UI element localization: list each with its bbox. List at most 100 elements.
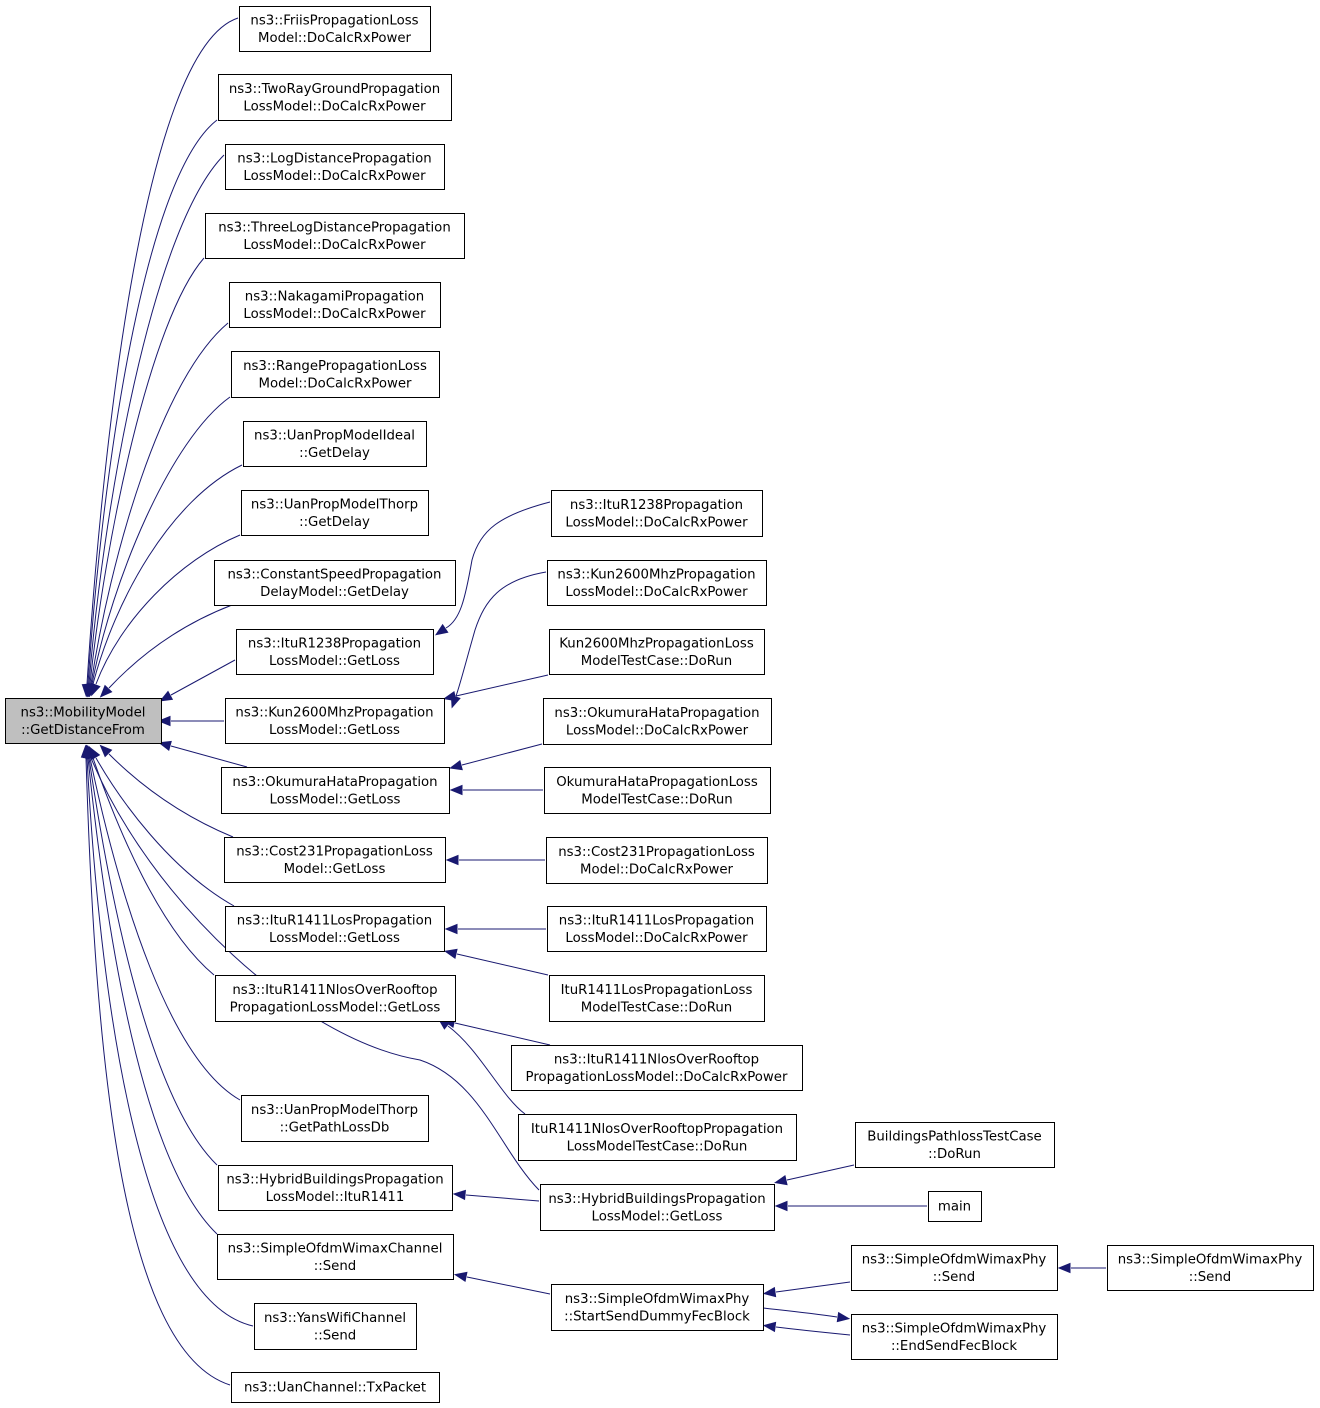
node-box xyxy=(241,490,429,536)
edge-constspeed-to-root xyxy=(99,604,233,698)
node-label-line: ns3::HybridBuildingsPropagation xyxy=(548,1192,765,1207)
node-label-line: ns3::LogDistancePropagation xyxy=(237,151,431,166)
node-label-line: Model::DoCalcRxPower xyxy=(580,862,734,877)
edge-arrowhead xyxy=(159,690,174,702)
edge-line xyxy=(775,1281,851,1293)
node-constspeed[interactable]: ns3::ConstantSpeedPropagationDelayModel:… xyxy=(214,560,456,606)
node-label-line: ::Send xyxy=(314,1259,356,1274)
node-physend2[interactable]: ns3::SimpleOfdmWimaxPhy::Send xyxy=(1107,1245,1314,1291)
node-tworay[interactable]: ns3::TwoRayGroundPropagationLossModel::D… xyxy=(218,74,452,121)
node-itu1411lostest[interactable]: ItuR1411LosPropagationLossModelTestCase:… xyxy=(549,975,765,1022)
node-box xyxy=(241,1095,429,1142)
node-kun[interactable]: ns3::Kun2600MhzPropagationLossModel::Get… xyxy=(225,698,445,744)
edge-arrowhead xyxy=(158,740,172,751)
node-yans[interactable]: ns3::YansWifiChannel::Send xyxy=(254,1303,417,1350)
edge-line xyxy=(108,753,234,838)
node-itu1411nlostest[interactable]: ItuR1411NlosOverRooftopPropagationLossMo… xyxy=(518,1114,797,1161)
node-threelog[interactable]: ns3::ThreeLogDistancePropagationLossMode… xyxy=(205,213,465,259)
edge-line xyxy=(95,534,241,685)
nodes-layer: ns3::MobilityModel::GetDistanceFromns3::… xyxy=(5,6,1314,1403)
node-label-line: ModelTestCase::DoRun xyxy=(581,792,732,807)
node-label-line: Model::DoCalcRxPower xyxy=(258,31,412,46)
edge-uanchan-to-root xyxy=(80,744,231,1386)
node-box xyxy=(928,1191,982,1222)
node-box xyxy=(218,1165,453,1211)
edge-line xyxy=(88,154,225,685)
node-box xyxy=(855,1122,1055,1168)
node-box xyxy=(551,490,763,537)
node-label-line: Kun2600MhzPropagationLoss xyxy=(559,636,754,651)
edge-line xyxy=(85,757,231,1386)
node-box xyxy=(5,698,162,744)
node-hybridgetloss[interactable]: ns3::HybridBuildingsPropagationLossModel… xyxy=(540,1184,775,1231)
node-box xyxy=(231,351,440,398)
node-box xyxy=(518,1114,797,1161)
node-kunrx[interactable]: ns3::Kun2600MhzPropagationLossModel::DoC… xyxy=(547,560,767,606)
edge-line xyxy=(90,322,229,685)
node-buildingstest[interactable]: BuildingsPathlossTestCase::DoRun xyxy=(855,1122,1055,1168)
edge-arrowhead xyxy=(443,690,457,702)
node-friis[interactable]: ns3::FriisPropagationLossModel::DoCalcRx… xyxy=(239,6,431,52)
node-logdist[interactable]: ns3::LogDistancePropagationLossModel::Do… xyxy=(225,144,445,190)
node-hybrid1411[interactable]: ns3::HybridBuildingsPropagationLossModel… xyxy=(218,1165,453,1211)
node-label-line: ns3::ThreeLogDistancePropagation xyxy=(218,220,451,235)
node-box xyxy=(215,975,456,1022)
node-okumurarx[interactable]: ns3::OkumuraHataPropagationLossModel::Do… xyxy=(543,698,772,745)
node-box xyxy=(214,560,456,606)
edge-arrowhead xyxy=(444,923,458,935)
node-uanideal[interactable]: ns3::UanPropModelIdeal::GetDelay xyxy=(243,421,427,467)
node-label-line: ModelTestCase::DoRun xyxy=(581,1000,732,1015)
node-range[interactable]: ns3::RangePropagationLossModel::DoCalcRx… xyxy=(231,351,440,398)
edge-okumura-to-root xyxy=(158,740,248,768)
node-label-line: ns3::Cost231PropagationLoss xyxy=(558,845,755,860)
node-startsend[interactable]: ns3::SimpleOfdmWimaxPhy::StartSendDummyF… xyxy=(551,1284,764,1331)
edge-line xyxy=(86,757,254,1327)
node-label-line: ItuR1411LosPropagationLoss xyxy=(561,983,753,998)
node-physend[interactable]: ns3::SimpleOfdmWimaxPhy::Send xyxy=(851,1245,1058,1291)
node-label-line: ns3::OkumuraHataPropagation xyxy=(554,706,759,721)
node-box xyxy=(540,1184,775,1231)
node-cost231rx[interactable]: ns3::Cost231PropagationLossModel::DoCalc… xyxy=(546,837,768,884)
edge-uanthorp-to-root xyxy=(90,534,241,697)
edges-layer xyxy=(80,17,1106,1386)
node-ofdmchan[interactable]: ns3::SimpleOfdmWimaxChannel::Send xyxy=(217,1234,454,1280)
node-uanthorp[interactable]: ns3::UanPropModelThorp::GetDelay xyxy=(241,490,429,536)
node-okumura[interactable]: ns3::OkumuraHataPropagationLossModel::Ge… xyxy=(221,767,450,814)
node-label-line: LossModel::DoCalcRxPower xyxy=(565,515,748,530)
node-itu1411los[interactable]: ns3::ItuR1411LosPropagationLossModel::Ge… xyxy=(225,906,445,952)
node-label-line: PropagationLossModel::GetLoss xyxy=(230,1000,441,1015)
edge-hybridgetloss-to-hybrid1411 xyxy=(452,1189,540,1202)
node-label-line: LossModel::GetLoss xyxy=(269,654,400,669)
node-label-line: LossModelTestCase::DoRun xyxy=(567,1139,748,1154)
node-itu1238rx[interactable]: ns3::ItuR1238PropagationLossModel::DoCal… xyxy=(551,490,763,537)
edge-line xyxy=(95,757,235,907)
node-okumuratest[interactable]: OkumuraHataPropagationLossModelTestCase:… xyxy=(544,767,771,814)
node-label-line: ns3::ItuR1411NlosOverRooftop xyxy=(554,1052,759,1067)
edge-arrowhead xyxy=(774,1174,788,1186)
node-main[interactable]: main xyxy=(928,1191,982,1222)
node-label-line: LossModel::DoCalcRxPower xyxy=(243,169,426,184)
node-label-line: OkumuraHataPropagationLoss xyxy=(556,775,758,790)
node-root[interactable]: ns3::MobilityModel::GetDistanceFrom xyxy=(5,698,162,744)
edge-line xyxy=(455,674,549,697)
node-itu1411nlos[interactable]: ns3::ItuR1411NlosOverRooftopPropagationL… xyxy=(215,975,456,1022)
node-itu1411nlosrx[interactable]: ns3::ItuR1411NlosOverRooftopPropagationL… xyxy=(511,1045,803,1091)
node-itu1411losrx[interactable]: ns3::ItuR1411LosPropagationLossModel::Do… xyxy=(547,906,767,952)
node-label-line: ns3::ItuR1238Propagation xyxy=(570,498,743,513)
edge-arrowhead xyxy=(762,1286,777,1298)
edge-line xyxy=(92,464,243,685)
node-uanthorppl[interactable]: ns3::UanPropModelThorp::GetPathLossDb xyxy=(241,1095,429,1142)
node-kuntest[interactable]: Kun2600MhzPropagationLossModelTestCase::… xyxy=(549,629,765,675)
node-box xyxy=(229,282,441,328)
node-nakagami[interactable]: ns3::NakagamiPropagationLossModel::DoCal… xyxy=(229,282,441,328)
node-uanchan[interactable]: ns3::UanChannel::TxPacket xyxy=(231,1372,440,1403)
edge-arrowhead xyxy=(452,1189,466,1201)
node-cost231[interactable]: ns3::Cost231PropagationLossModel::GetLos… xyxy=(224,837,446,883)
node-itu1238[interactable]: ns3::ItuR1238PropagationLossModel::GetLo… xyxy=(236,629,434,675)
node-endsend[interactable]: ns3::SimpleOfdmWimaxPhy::EndSendFecBlock xyxy=(851,1314,1058,1360)
node-label-line: LossModel::DoCalcRxPower xyxy=(565,931,748,946)
edge-arrowhead xyxy=(99,744,113,758)
edge-line xyxy=(455,571,547,697)
edge-arrowhead xyxy=(157,715,171,727)
node-label-line: ns3::Cost231PropagationLoss xyxy=(236,844,433,859)
